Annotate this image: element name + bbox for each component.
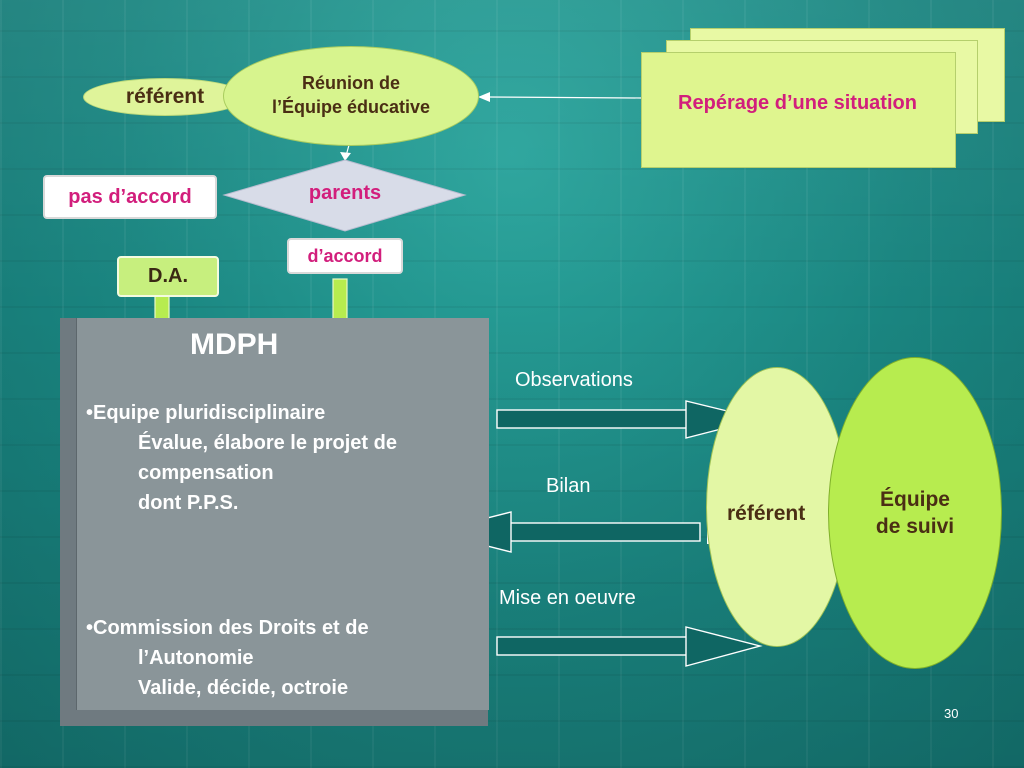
commission-line: •Commission des Droits et de xyxy=(86,617,369,639)
referent-right-label: référent xyxy=(727,502,806,525)
slide-number: 30 xyxy=(944,706,959,721)
arrowhead-reunion xyxy=(478,92,490,102)
referent-right-ellipse xyxy=(706,367,848,647)
equipe-suivi-ellipse: Équipe de suivi xyxy=(828,357,1002,669)
bilan-label: Bilan xyxy=(546,475,591,497)
pas-daccord-box: pas d’accord xyxy=(43,175,217,219)
autonomie-line: l’Autonomie xyxy=(138,647,254,669)
reunion-line2: l’Équipe éducative xyxy=(271,97,431,117)
pas-daccord-label: pas d’accord xyxy=(68,185,192,208)
reunion-ellipse: Réunion de l’Équipe éducative xyxy=(223,46,479,146)
observations-label: Observations xyxy=(515,369,633,391)
reunion-line1: Réunion de xyxy=(301,73,400,94)
da-box: D.A. xyxy=(117,256,219,297)
daccord-box: d’accord xyxy=(287,238,403,274)
compensation-line: compensation xyxy=(138,462,274,484)
arrowhead-parents xyxy=(340,152,351,161)
reperage-label: Repérage d’une situation xyxy=(678,92,917,114)
parents-diamond xyxy=(222,159,467,232)
daccord-label: d’accord xyxy=(307,245,383,266)
mise-en-oeuvre-label: Mise en oeuvre xyxy=(499,587,636,609)
evalue-line: Évalue, élabore le projet de xyxy=(138,432,397,454)
equipe-suivi-line2: de suivi xyxy=(875,515,955,538)
equipe-suivi-line1: Équipe xyxy=(879,487,950,511)
mdph-box xyxy=(76,318,489,710)
document-page-front xyxy=(641,52,956,168)
arrow-reperage-to-reunion xyxy=(487,96,642,99)
equipe-pluridisciplinaire: •Equipe pluridisciplinaire xyxy=(86,402,326,424)
mdph-title: MDPH xyxy=(190,328,279,361)
pps-line: dont P.P.S. xyxy=(138,492,239,514)
referent-label: référent xyxy=(125,85,205,108)
valide-line: Valide, décide, octroie xyxy=(138,677,349,699)
da-label: D.A. xyxy=(148,265,188,287)
parents-label: parents xyxy=(308,182,382,204)
arrow-mise-en-oeuvre xyxy=(496,626,763,667)
